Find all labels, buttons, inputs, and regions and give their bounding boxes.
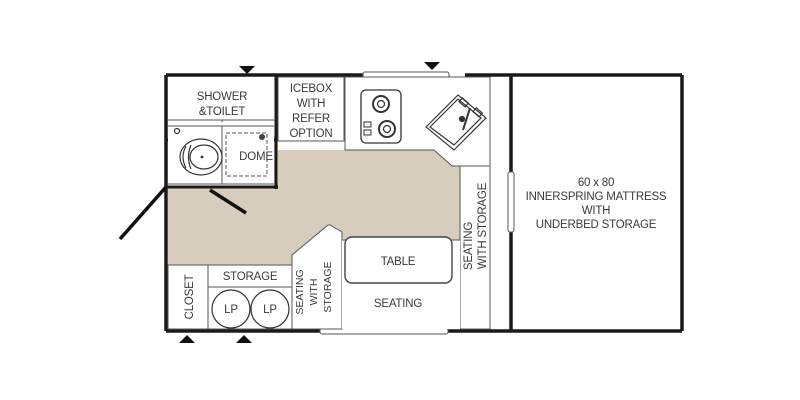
icebox-label-1: ICEBOX <box>290 83 333 95</box>
icebox-label-2: WITH <box>297 98 326 110</box>
lp-label-2: LP <box>263 304 277 316</box>
bed-label-3: WITH <box>582 205 611 217</box>
seating-left-label-3: STORAGE <box>322 261 334 312</box>
drain-icon <box>259 134 265 140</box>
closet-label: CLOSET <box>184 274 196 319</box>
seating-right <box>459 165 491 330</box>
bed-label-1: 60 x 80 <box>578 177 614 189</box>
table <box>344 236 453 284</box>
seating-bottom-label: SEATING <box>374 298 422 310</box>
seating-left <box>291 224 343 330</box>
seating-left-label-1: SEATING <box>294 269 306 314</box>
shower-label-2: &TOILET <box>199 106 245 118</box>
bed-label-4: UNDERBED STORAGE <box>536 219 657 231</box>
entry-markers <box>179 62 440 343</box>
dome-label: DOME <box>239 151 273 163</box>
table-label: TABLE <box>381 256 416 268</box>
window-bed <box>507 171 515 233</box>
bed-label-2: INNERSPRING MATTRESS <box>526 191 667 203</box>
icebox-label-4: OPTION <box>290 128 333 140</box>
storage-label: STORAGE <box>223 271 278 283</box>
outer-walls <box>164 73 684 333</box>
seating-right-label-1: SEATING <box>463 222 475 270</box>
marker-bottom-left <box>179 335 195 343</box>
lp-tank-1 <box>211 289 251 329</box>
shower-label-1: SHOWER <box>197 91 248 103</box>
dome-outline <box>225 132 268 177</box>
closet <box>167 264 209 330</box>
lp-tank-2 <box>250 289 290 329</box>
seating-right-label-2: WITH STORAGE <box>477 182 489 269</box>
lp-label-1: LP <box>224 304 238 316</box>
seating-left-label-2: WITH <box>308 279 320 306</box>
icebox-label-3: REFER <box>292 113 330 125</box>
toilet-icon <box>173 127 223 176</box>
marker-bottom-mid <box>236 335 252 343</box>
door-swing <box>118 185 247 241</box>
sink-icon <box>425 94 487 151</box>
stove-icon <box>360 89 402 144</box>
marker-top-right <box>424 62 440 70</box>
marker-top-left <box>239 66 255 74</box>
icebox <box>277 76 345 142</box>
